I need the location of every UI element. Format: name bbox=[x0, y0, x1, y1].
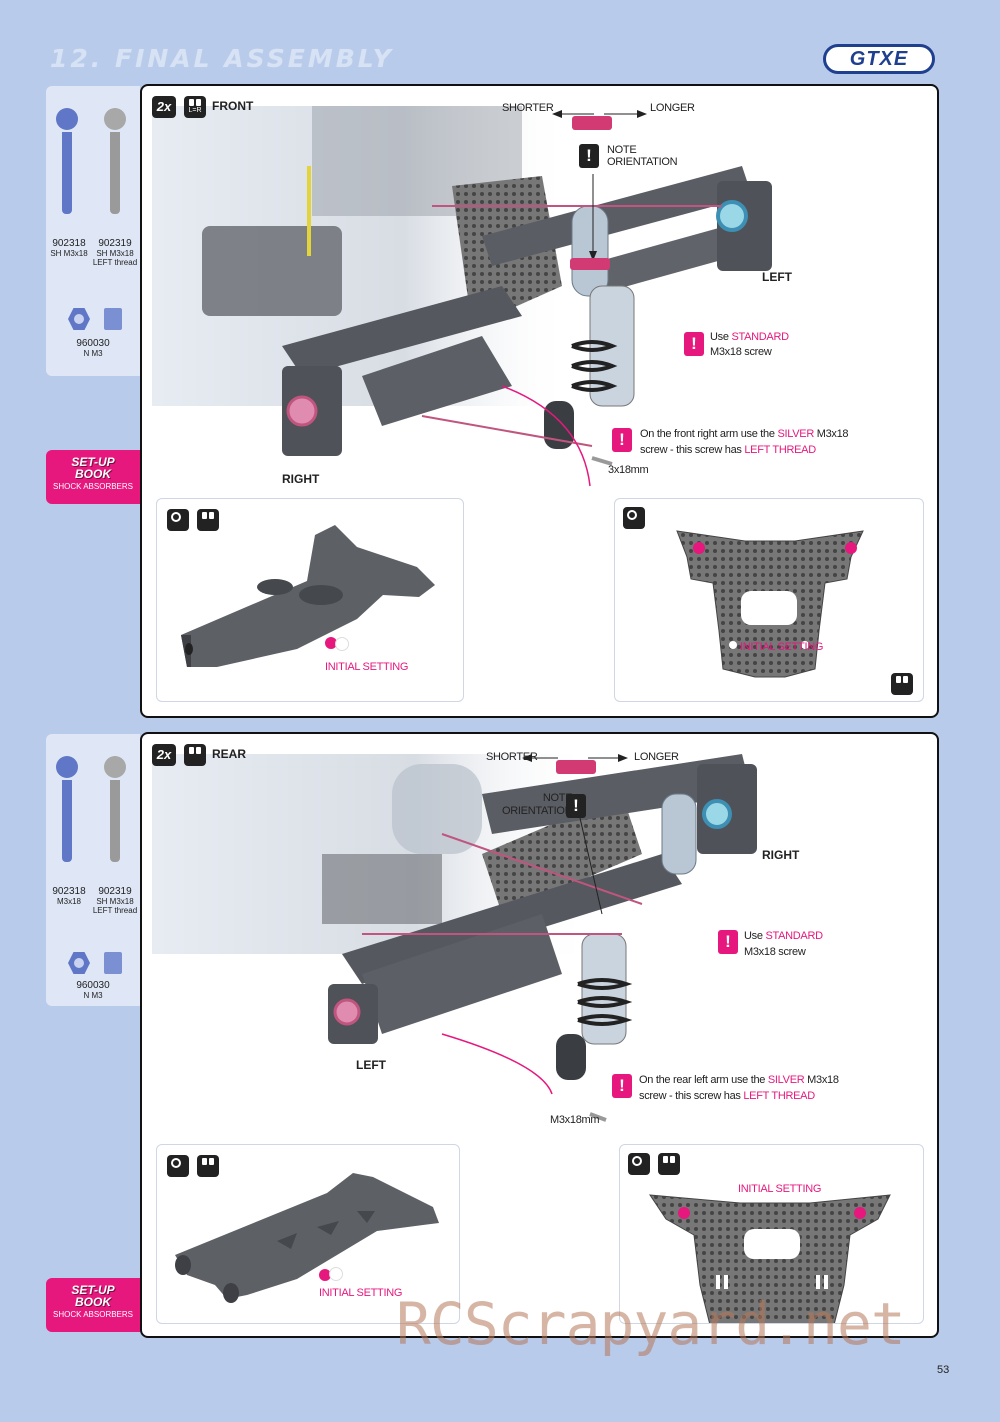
pink-marker bbox=[854, 1207, 866, 1219]
screw-shank-icon bbox=[62, 132, 72, 214]
longer-label: LONGER bbox=[650, 102, 695, 114]
warning-icon: ! bbox=[718, 930, 738, 954]
right-side-label: RIGHT bbox=[282, 472, 320, 486]
left-side-label: LEFT bbox=[762, 270, 792, 284]
white-marker bbox=[335, 637, 349, 651]
screw-head-icon bbox=[56, 756, 78, 778]
right-side-label: RIGHT bbox=[762, 848, 800, 862]
pink-marker bbox=[678, 1207, 690, 1219]
pink-marker bbox=[845, 542, 857, 554]
screw-head-icon bbox=[104, 756, 126, 778]
rear-heading: REAR bbox=[212, 747, 247, 761]
front-assembly-illustration bbox=[152, 106, 772, 487]
detail-magnifier-icon bbox=[167, 509, 189, 531]
warning-icon: ! bbox=[612, 1074, 632, 1098]
initial-setting-label: INITIAL SETTING bbox=[738, 1183, 822, 1195]
lr-symmetry-icon bbox=[658, 1153, 680, 1175]
quantity-badge: 2x bbox=[152, 96, 176, 118]
warning-icon: ! bbox=[684, 332, 704, 356]
quantity-badge: 2x bbox=[152, 744, 176, 766]
screw-shank-icon bbox=[110, 132, 120, 214]
initial-setting-label: INITIAL SETTING bbox=[325, 661, 409, 673]
rear-arm-drawing bbox=[175, 1173, 439, 1303]
screw-shank-icon bbox=[62, 780, 72, 862]
nut-icon bbox=[68, 308, 90, 330]
screw-head-icon bbox=[104, 108, 126, 130]
screw-size-label: M3x18mm bbox=[550, 1114, 600, 1126]
rear-tower-drawing bbox=[649, 1194, 891, 1323]
note-icon: ! bbox=[579, 144, 599, 168]
page-title: 12. FINAL ASSEMBLY bbox=[50, 44, 394, 73]
left-side-label: LEFT bbox=[356, 1058, 386, 1072]
detail-front-arm: INITIAL SETTING bbox=[156, 498, 464, 702]
initial-setting-label: INITIAL SETTING bbox=[740, 641, 824, 653]
note-icon: ! bbox=[566, 794, 586, 818]
front-arm-drawing bbox=[181, 525, 435, 667]
detail-rear-tower: INITIAL SETTING bbox=[619, 1144, 924, 1324]
detail-magnifier-icon bbox=[623, 507, 645, 529]
page-number: 53 bbox=[937, 1364, 950, 1376]
rear-assembly-illustration bbox=[152, 754, 757, 1122]
silver-screw-note: On the front right arm use the SILVER M3… bbox=[640, 428, 849, 456]
lr-symmetry-icon bbox=[891, 673, 913, 695]
white-marker bbox=[329, 1267, 343, 1281]
screw-head-icon bbox=[56, 108, 78, 130]
lr-symmetry-icon bbox=[197, 509, 219, 531]
screw-size-label: 3x18mm bbox=[608, 464, 649, 476]
lr-symmetry-icon: L=R bbox=[184, 96, 206, 118]
front-heading: FRONT bbox=[212, 99, 254, 113]
lr-symmetry-icon bbox=[197, 1155, 219, 1177]
lr-symmetry-icon bbox=[184, 744, 206, 766]
screw-shank-icon bbox=[110, 780, 120, 862]
pink-marker bbox=[319, 1269, 331, 1281]
longer-label: LONGER bbox=[634, 751, 679, 763]
shorter-label: SHORTER bbox=[502, 102, 554, 114]
detail-magnifier-icon bbox=[167, 1155, 189, 1177]
shorter-label: SHORTER bbox=[486, 751, 538, 763]
pink-marker bbox=[325, 637, 337, 649]
detail-front-tower: INITIAL SETTING bbox=[614, 498, 924, 702]
initial-setting-label: INITIAL SETTING bbox=[319, 1287, 403, 1299]
setup-book-badge[interactable]: SET-UP BOOK SHOCK ABSORBERS bbox=[46, 1278, 140, 1332]
nut-side-icon bbox=[104, 308, 122, 330]
silver-screw-note: On the rear left arm use the SILVER M3x1… bbox=[639, 1074, 839, 1102]
detail-magnifier-icon bbox=[628, 1153, 650, 1175]
nut-side-icon bbox=[104, 952, 122, 974]
pink-marker bbox=[693, 542, 705, 554]
nut-icon bbox=[68, 952, 90, 974]
detail-rear-arm: INITIAL SETTING bbox=[156, 1144, 460, 1324]
gtxe-logo: GTXE bbox=[823, 44, 935, 74]
front-tower-drawing bbox=[676, 530, 864, 678]
watermark: RCScrapyard.net bbox=[396, 1290, 906, 1358]
warning-icon: ! bbox=[612, 428, 632, 452]
setup-book-badge[interactable]: SET-UP BOOK SHOCK ABSORBERS bbox=[46, 450, 140, 504]
